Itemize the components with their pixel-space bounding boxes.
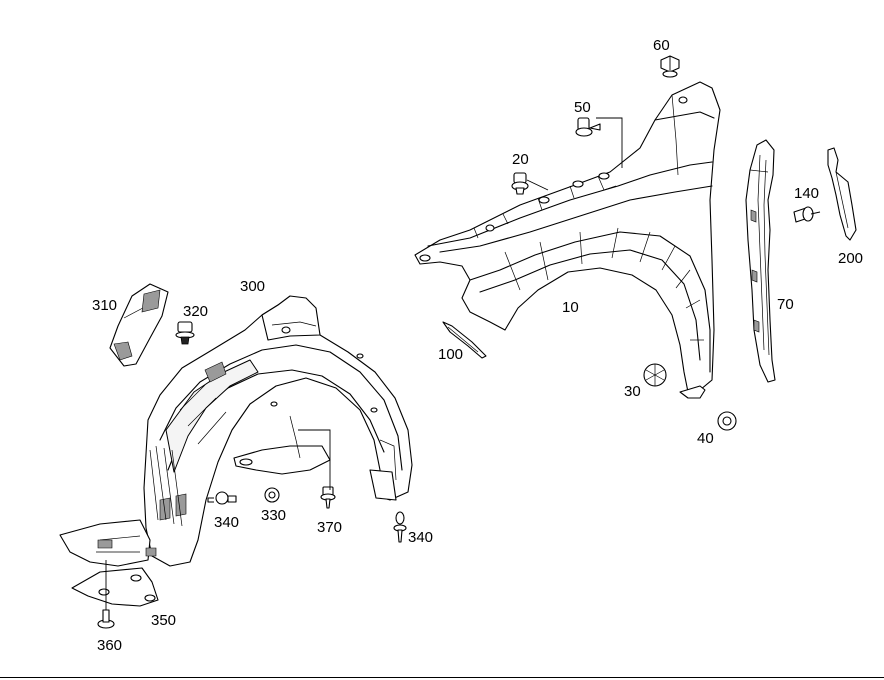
nut-part-330: [264, 487, 280, 503]
screw-part-20: [511, 172, 529, 195]
callout-200: 200: [838, 250, 863, 267]
fender-part-10: [414, 81, 721, 399]
clip-part-100: [442, 321, 487, 359]
callout-330: 330: [261, 507, 286, 524]
callout-350: 350: [151, 612, 176, 629]
callout-30: 30: [624, 383, 641, 400]
bolt-part-50: [575, 117, 601, 137]
callout-100: 100: [438, 346, 463, 363]
clip-part-320: [175, 321, 195, 345]
screw-part-360: [97, 609, 115, 629]
callout-300: 300: [240, 278, 265, 295]
clip-part-30: [643, 363, 667, 387]
callout-60: 60: [653, 37, 670, 54]
callout-50: 50: [574, 99, 591, 116]
callout-10: 10: [562, 299, 579, 316]
callout-labels: 60 50 20 140 200 10 70 100 30 40 300 310…: [92, 37, 863, 654]
callout-20: 20: [512, 151, 529, 168]
screw-part-340-right: [393, 511, 407, 543]
callout-70: 70: [777, 296, 794, 313]
cover-part-310: [109, 283, 169, 367]
callout-40: 40: [697, 430, 714, 447]
bracket-part-70: [745, 139, 776, 383]
strip-part-200: [827, 147, 857, 241]
callout-140: 140: [794, 185, 819, 202]
bottom-rule: [0, 677, 884, 678]
callout-310: 310: [92, 297, 117, 314]
callout-370: 370: [317, 519, 342, 536]
callout-360: 360: [97, 637, 122, 654]
screw-part-340-left: [207, 491, 237, 505]
screw-part-370: [320, 486, 336, 509]
liner-part-300: [143, 295, 413, 567]
callout-320: 320: [183, 303, 208, 320]
bolt-part-140: [793, 206, 814, 223]
nut-part-40: [717, 411, 737, 431]
shield-part-350: [59, 519, 159, 607]
leader-lines: [105, 56, 821, 610]
callout-340-right: 340: [408, 529, 433, 546]
callout-340-left: 340: [214, 514, 239, 531]
